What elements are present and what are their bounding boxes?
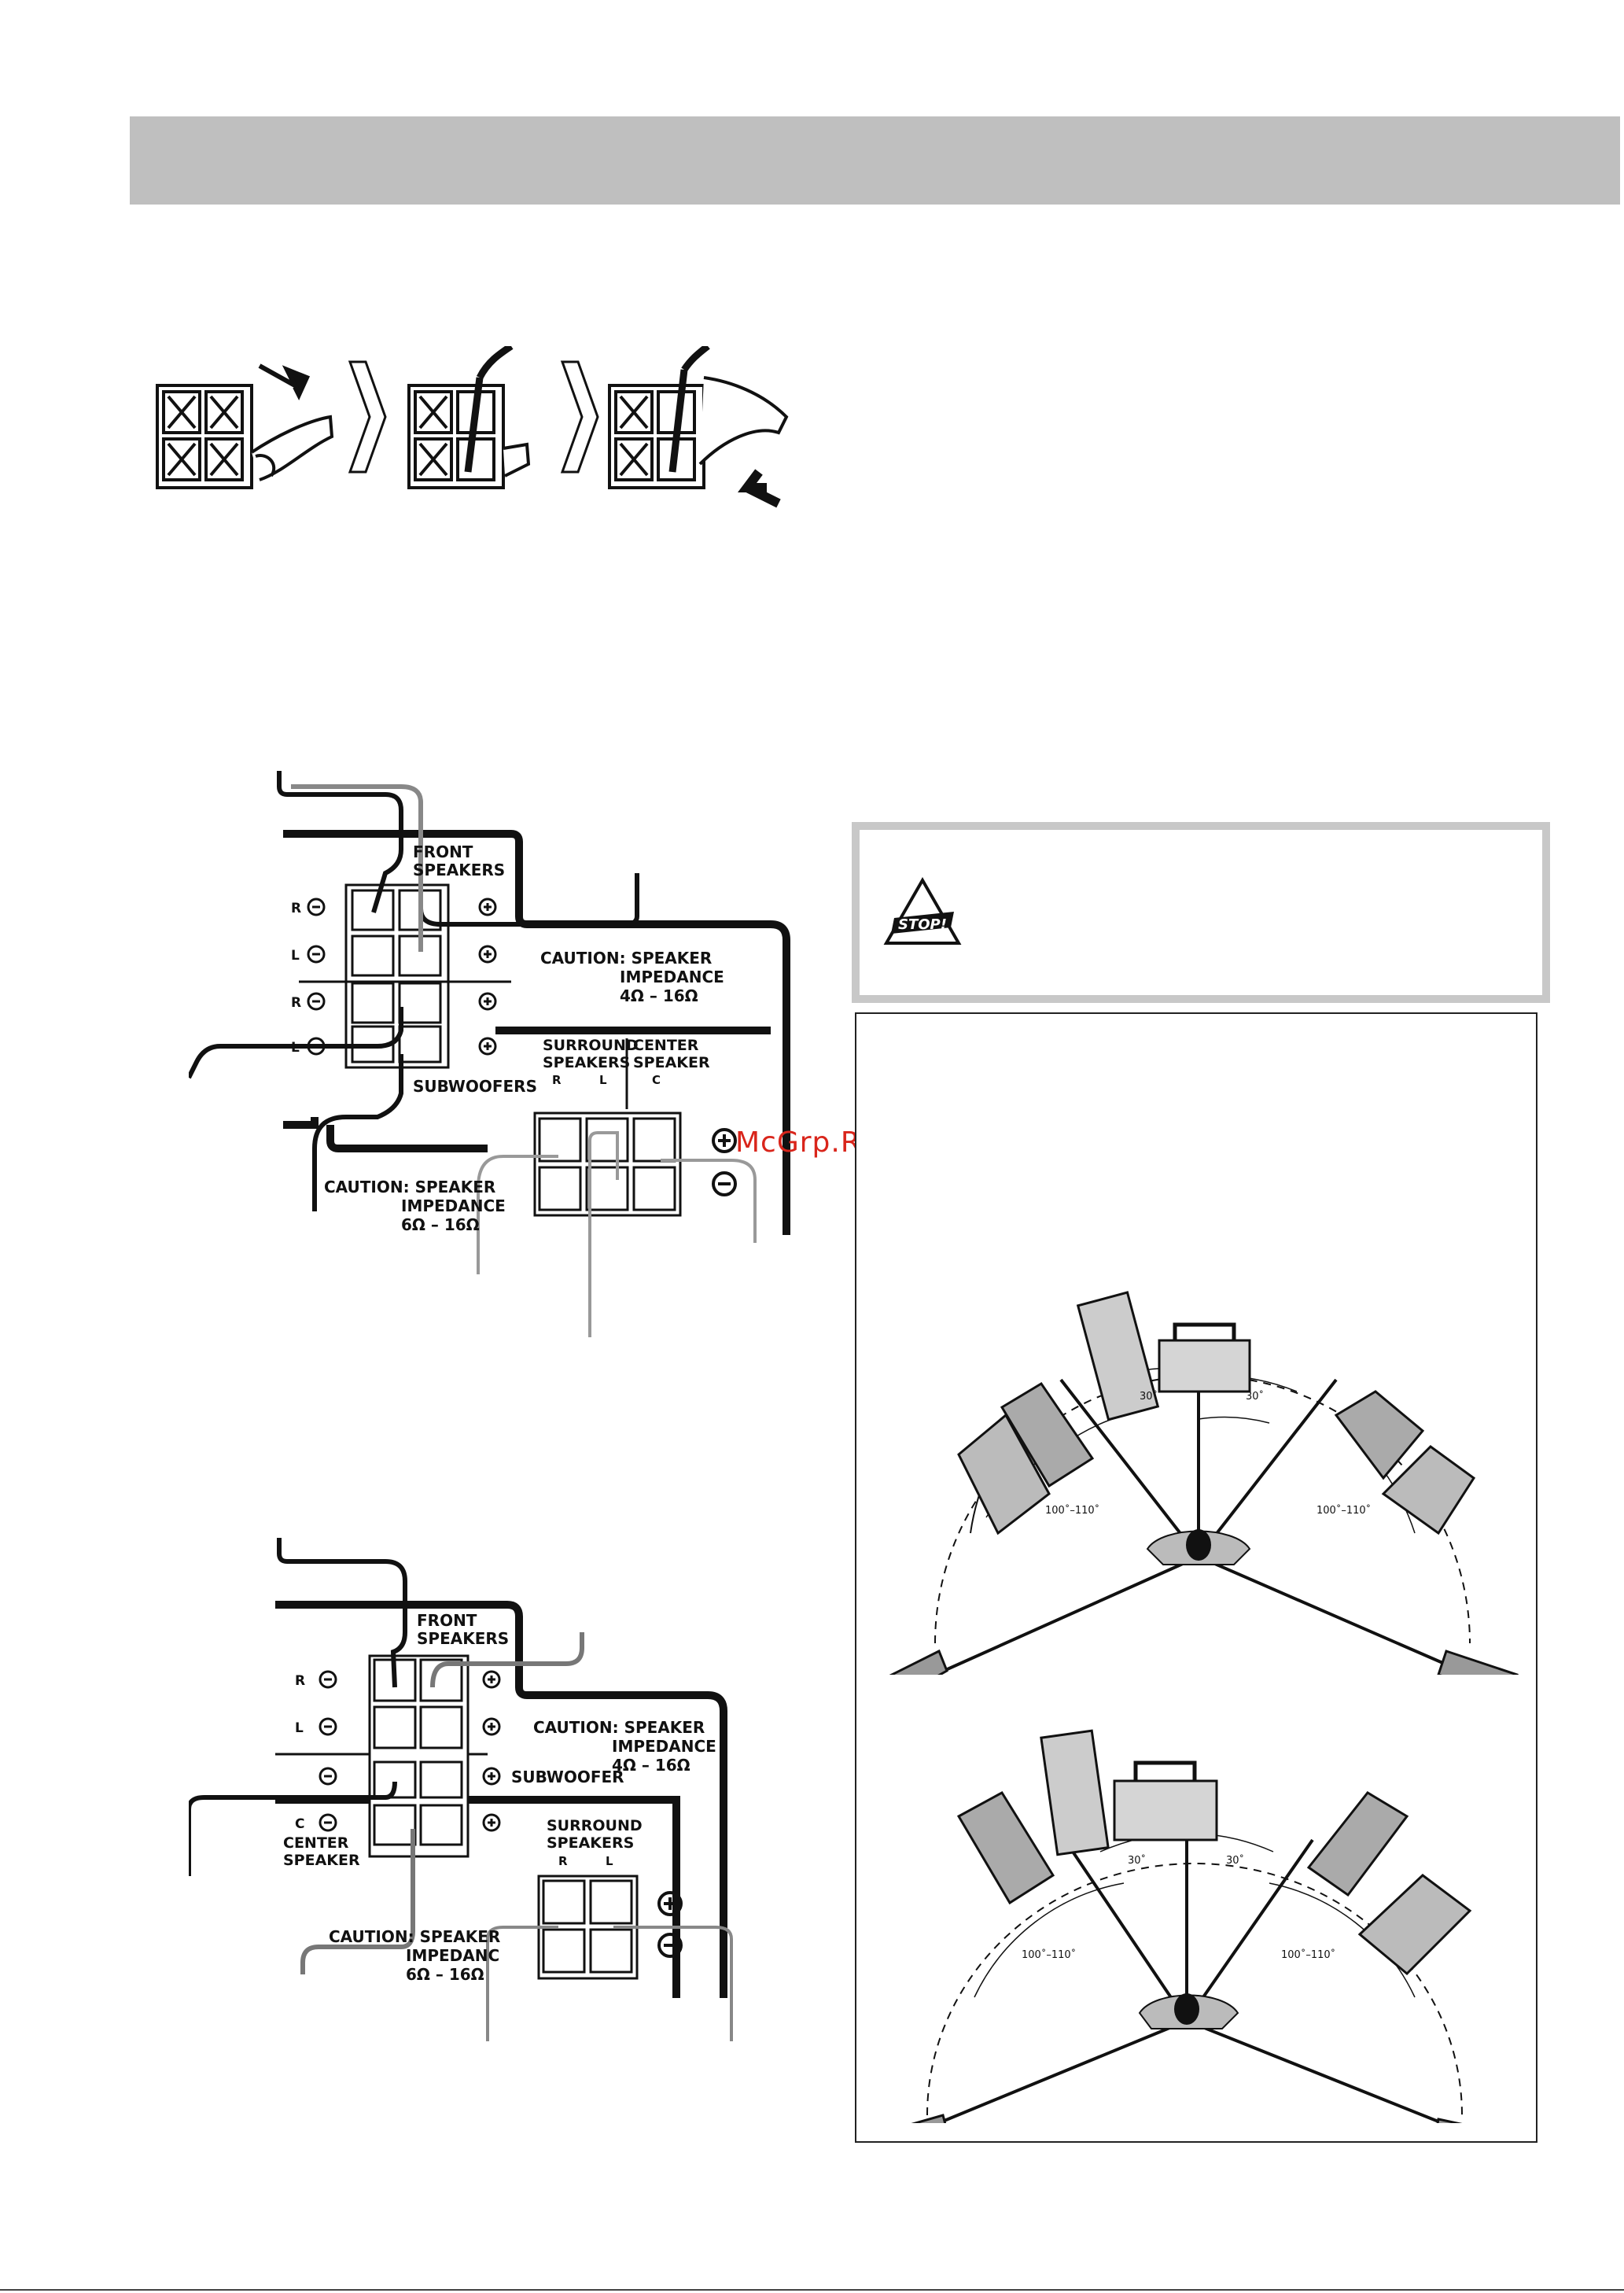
- caution-impedance-bottom: CAUTION: SPEAKER: [324, 1178, 495, 1196]
- angle-side-left: 100˚–110˚: [1022, 1948, 1076, 1961]
- step-arrow-1: [348, 360, 387, 474]
- stop-warning-icon: STOP!: [883, 877, 962, 945]
- listener-icon: [1138, 1993, 1239, 2029]
- angle-front-left: 30˚: [1128, 1854, 1146, 1867]
- front-left-speaker-icon: [956, 1791, 1055, 1905]
- surround-speakers-label: SURROUND: [543, 1037, 639, 1054]
- front-terminal-grid-2: [373, 1658, 463, 1846]
- terminal-l-label: L: [295, 1720, 304, 1736]
- angle-side-right: 100˚–110˚: [1317, 1504, 1371, 1517]
- speaker-terminal-diagram-1: FRONT SPEAKERS CAUTION: SPEAKER IMPEDANC…: [189, 771, 790, 1337]
- surround-center-terminal-grid: [533, 1111, 682, 1217]
- surround-l-label: L: [606, 1854, 613, 1868]
- surround-r-label: R: [558, 1854, 568, 1868]
- terminal-l-label: L: [291, 1040, 300, 1056]
- angle-front-right: 30˚: [1246, 1390, 1264, 1403]
- caution-impedance-bottom-2: IMPEDANCE: [401, 1196, 506, 1215]
- push-arrow-icon: [738, 469, 781, 508]
- terminal-c-label: C: [295, 1816, 304, 1832]
- angle-front-left: 30˚: [1140, 1390, 1158, 1403]
- speaker-layout-diagram-bottom: 30˚ 30˚ 100˚–110˚ 100˚–110˚: [911, 1729, 1472, 2123]
- front-speakers-label-2: SPEAKERS: [417, 1629, 509, 1648]
- caution-impedance-bottom: CAUTION: SPEAKER: [329, 1927, 500, 1946]
- terminal-r-label: R: [291, 901, 301, 916]
- subwoofers-label: SUBWOOFERS: [413, 1077, 537, 1096]
- angle-side-right: 100˚–110˚: [1281, 1948, 1335, 1961]
- surround-right-speaker-icon: [1436, 2118, 1463, 2123]
- terminal-l-label: L: [291, 948, 300, 964]
- caution-impedance-top-2: IMPEDANCE: [620, 968, 724, 986]
- caution-impedance-top-3: 4Ω – 16Ω: [620, 986, 698, 1005]
- caution-impedance-top-3: 4Ω – 16Ω: [612, 1756, 690, 1775]
- front-speakers-label: FRONT: [417, 1611, 477, 1630]
- caution-impedance-top: CAUTION: SPEAKER: [540, 949, 712, 968]
- front-right-speaker-icon: [1334, 1390, 1476, 1535]
- center-speaker-label-2: SPEAKER: [283, 1852, 360, 1869]
- speaker-layout-diagram-top: 30˚ 30˚ 100˚–110˚ 100˚–110˚: [889, 1291, 1519, 1675]
- angle-side-left: 100˚–110˚: [1045, 1504, 1099, 1517]
- surround-speakers-label-2: SPEAKERS: [547, 1834, 634, 1852]
- center-c-label: C: [652, 1073, 661, 1087]
- center-speaker-label: CENTER: [633, 1037, 699, 1054]
- terminal-r-label: R: [291, 995, 301, 1011]
- surround-speakers-label: SURROUND: [547, 1817, 643, 1834]
- terminal-r-label: R: [295, 1673, 305, 1689]
- main-unit-icon: [1040, 1729, 1218, 1856]
- front-left-speaker-icon: [957, 1381, 1095, 1535]
- stop-text: STOP!: [898, 916, 947, 933]
- watermark: McGrp.Ru: [735, 1126, 879, 1159]
- surround-speakers-label-2: SPEAKERS: [543, 1054, 630, 1071]
- subwoofer-label: SUBWOOFER: [511, 1768, 624, 1786]
- center-speaker-label-2: SPEAKER: [633, 1054, 710, 1071]
- step-arrow-2: [560, 360, 599, 474]
- wire-connection-steps: [156, 346, 789, 508]
- center-speaker-label: CENTER: [283, 1834, 349, 1852]
- surround-left-speaker-icon: [889, 1649, 948, 1675]
- caution-impedance-bottom-3: 6Ω – 16Ω: [406, 1965, 484, 1984]
- speaker-terminal-diagram-2: FRONT SPEAKERS CAUTION: SPEAKER IMPEDANC…: [189, 1538, 733, 2041]
- front-right-speaker-icon: [1306, 1791, 1472, 1976]
- front-speakers-label-2: SPEAKERS: [413, 861, 505, 879]
- footer-rule: [0, 2289, 1624, 2291]
- front-speakers-label: FRONT: [413, 842, 473, 861]
- section-header-bar: [130, 116, 1620, 205]
- step-2-terminal: [407, 346, 531, 489]
- push-arrow-icon: [258, 363, 311, 400]
- step-1-terminal: [156, 384, 334, 489]
- speaker-layout-box: 30˚ 30˚ 100˚–110˚ 100˚–110˚: [855, 1012, 1537, 2143]
- angle-front-right: 30˚: [1226, 1854, 1244, 1867]
- caution-box: STOP!: [852, 822, 1550, 1003]
- caution-impedance-bottom-2: IMPEDANC: [406, 1946, 499, 1965]
- surround-right-speaker-icon: [1437, 1650, 1519, 1675]
- listener-icon: [1146, 1529, 1251, 1565]
- caution-impedance-top: CAUTION: SPEAKER: [533, 1718, 705, 1737]
- step-3-terminal: [608, 346, 789, 489]
- caution-impedance-bottom-3: 6Ω – 16Ω: [401, 1215, 480, 1234]
- caution-impedance-top-2: IMPEDANCE: [612, 1737, 716, 1756]
- surround-r-label: R: [552, 1073, 562, 1087]
- main-unit-icon: [1076, 1291, 1251, 1421]
- surround-left-speaker-icon: [911, 2114, 947, 2123]
- surround-l-label: L: [599, 1073, 607, 1087]
